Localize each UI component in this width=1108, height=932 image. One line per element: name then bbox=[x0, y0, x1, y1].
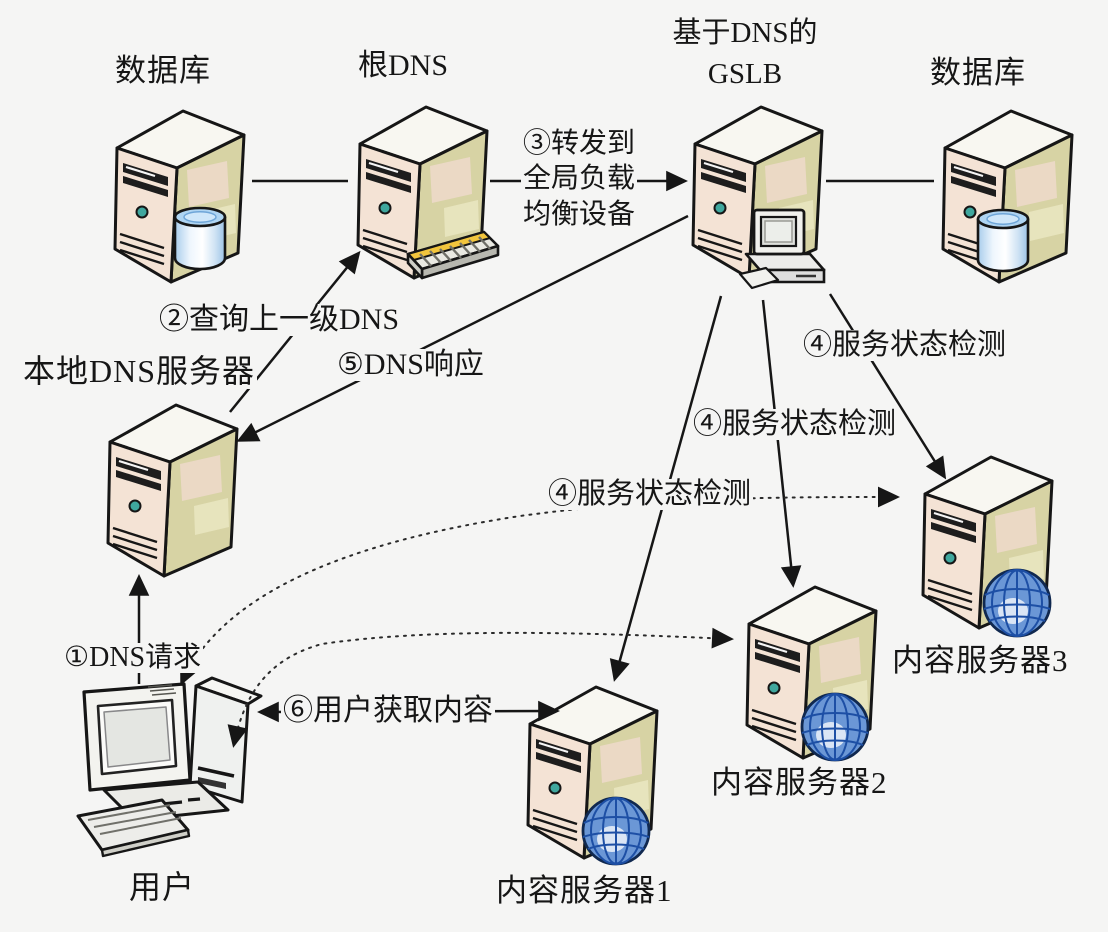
globe-icon-content-server-3 bbox=[982, 568, 1052, 638]
step2-query-label: ②查询上一级DNS bbox=[157, 303, 402, 337]
arrow-health-check-server2 bbox=[761, 299, 802, 588]
step1-request-label: ①DNS请求 bbox=[62, 642, 204, 674]
globe-icon-content-server-1 bbox=[581, 796, 651, 866]
root-dns-label: 根DNS bbox=[356, 49, 451, 83]
step5-response-label: ⑤DNS响应 bbox=[335, 348, 486, 382]
database-cylinder-icon-left bbox=[173, 206, 227, 271]
step4-check-label-b: ④服务状态检测 bbox=[691, 408, 899, 441]
user-label: 用户 bbox=[127, 869, 198, 905]
step4-check-label-a: ④服务状态检测 bbox=[801, 329, 1009, 362]
dotted-arrow-user-server3 bbox=[180, 486, 900, 686]
globe-icon-content-server-2 bbox=[800, 692, 870, 762]
step6-fetch-label: ⑥用户获取内容 bbox=[281, 694, 495, 728]
gslb-label-line2: GSLB bbox=[707, 57, 783, 90]
step3-forward-label: ③转发到 全局负载 均衡设备 bbox=[521, 126, 638, 232]
local-dns-label: 本地DNS服务器 bbox=[21, 353, 258, 389]
gslb-label: 基于DNS的 GSLB bbox=[638, 13, 852, 95]
content-server-1-label: 内容服务器1 bbox=[494, 873, 675, 908]
content-server-3-label: 内容服务器3 bbox=[890, 643, 1071, 678]
desktop-computer-icon-user bbox=[76, 676, 263, 858]
step3-line2: 全局负载 bbox=[523, 163, 636, 195]
arrow-step5-gslb-localdns bbox=[236, 214, 689, 442]
db-left-label: 数据库 bbox=[113, 53, 213, 88]
step3-line3: 均衡设备 bbox=[523, 198, 636, 230]
content-server-2-label: 内容服务器2 bbox=[709, 765, 890, 800]
database-cylinder-icon-right bbox=[976, 208, 1030, 273]
gslb-label-line1: 基于DNS的 bbox=[672, 17, 818, 49]
step3-line1: ③转发到 bbox=[523, 128, 636, 159]
step4-check-label-c: ④服务状态检测 bbox=[546, 478, 754, 511]
arrow-health-check-server3 bbox=[828, 293, 947, 480]
db-right-label: 数据库 bbox=[928, 55, 1028, 90]
server-tower-icon-local-dns bbox=[106, 403, 239, 578]
